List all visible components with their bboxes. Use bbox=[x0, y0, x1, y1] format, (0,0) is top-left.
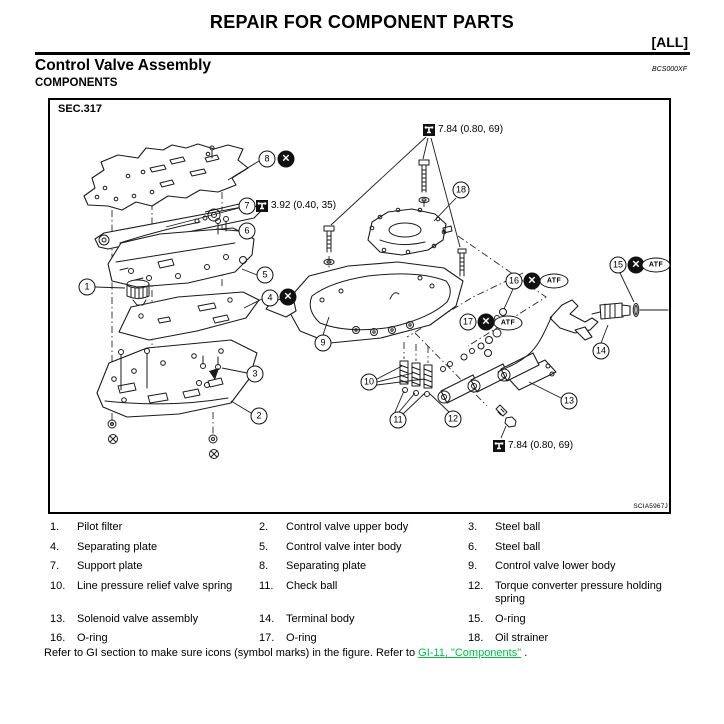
symbol-x-icon: ✕ bbox=[477, 313, 495, 331]
part-item: 13. Solenoid valve assembly bbox=[50, 613, 259, 627]
part-number: 14. bbox=[259, 612, 275, 625]
callout-1: 1 bbox=[78, 278, 96, 296]
part-number: 4. bbox=[50, 540, 60, 553]
callout-17: 17 bbox=[459, 313, 477, 331]
part-number: 13. bbox=[50, 612, 66, 625]
part-item: 5. Control valve inter body bbox=[259, 541, 468, 555]
part-name: Control valve inter body bbox=[286, 540, 402, 553]
part-number: 11. bbox=[259, 579, 274, 592]
scope-badge: [ALL] bbox=[651, 34, 688, 50]
part-name: O-ring bbox=[77, 632, 108, 644]
part-number: 15. bbox=[468, 612, 484, 625]
part-name: Separating plate bbox=[286, 560, 367, 572]
figure-frame bbox=[48, 98, 671, 514]
part-number: 10. bbox=[50, 579, 66, 592]
callout-16: 16 bbox=[505, 272, 523, 290]
symbol-x-icon: ✕ bbox=[627, 256, 645, 274]
part-item: 10. Line pressure relief valve spring bbox=[50, 580, 259, 607]
figure-watermark: SCIA5967J bbox=[633, 503, 668, 510]
part-name: O-ring bbox=[495, 612, 526, 625]
part-item: 15. O-ring bbox=[468, 613, 672, 627]
part-name: Control valve lower body bbox=[495, 560, 616, 572]
part-item: 8. Separating plate bbox=[259, 560, 468, 574]
part-number: 17. bbox=[259, 632, 275, 644]
gi-components-link[interactable]: GI-11, "Components" bbox=[418, 647, 522, 659]
section-title: Control Valve Assembly bbox=[35, 57, 212, 74]
part-number: 1. bbox=[50, 521, 60, 533]
part-number: 6. bbox=[468, 540, 478, 553]
part-number: 18. bbox=[468, 632, 484, 644]
part-name: Steel ball bbox=[495, 540, 541, 553]
part-number: 9. bbox=[468, 560, 478, 572]
atf-badge: ATF bbox=[539, 273, 569, 289]
part-item: 3. Steel ball bbox=[468, 521, 672, 535]
part-item: 9. Control valve lower body bbox=[468, 560, 672, 574]
callout-14: 14 bbox=[592, 342, 610, 360]
torque-wrench-icon bbox=[256, 200, 268, 212]
torque-label-top: 7.84 (0.80, 69) bbox=[423, 124, 504, 136]
part-name: Support plate bbox=[77, 560, 143, 572]
callout-15: 15 bbox=[609, 256, 627, 274]
part-name: Pilot filter bbox=[77, 521, 123, 533]
part-item: 18. Oil strainer bbox=[468, 632, 672, 646]
header-rule bbox=[35, 52, 690, 55]
callout-7: 7 bbox=[238, 197, 256, 215]
callout-6: 6 bbox=[238, 222, 256, 240]
part-name: Control valve upper body bbox=[286, 521, 409, 533]
section-subtitle: COMPONENTS bbox=[35, 77, 118, 89]
part-number: 5. bbox=[259, 540, 269, 553]
part-item: 14. Terminal body bbox=[259, 613, 468, 627]
part-item: 1. Pilot filter bbox=[50, 521, 259, 535]
part-item: 2. Control valve upper body bbox=[259, 521, 468, 535]
part-name: Check ball bbox=[286, 579, 338, 592]
footer-note: Refer to GI section to make sure icons (… bbox=[44, 647, 528, 659]
callout-2: 2 bbox=[250, 407, 268, 425]
part-item: 16. O-ring bbox=[50, 632, 259, 646]
symbol-x-icon: ✕ bbox=[279, 288, 297, 306]
part-number: 7. bbox=[50, 560, 60, 572]
torque-label-bottom: 7.84 (0.80, 69) bbox=[493, 440, 574, 452]
part-number: 3. bbox=[468, 521, 478, 533]
part-name: Separating plate bbox=[77, 540, 158, 553]
parts-list: 1. Pilot filter 2. Control valve upper bod… bbox=[50, 521, 672, 646]
callout-9: 9 bbox=[314, 334, 332, 352]
callout-12: 12 bbox=[444, 410, 462, 428]
torque-label-mid: 3.92 (0.40, 35) bbox=[256, 200, 337, 212]
part-number: 2. bbox=[259, 521, 269, 533]
callout-4: 4 bbox=[261, 289, 279, 307]
part-item: 4. Separating plate bbox=[50, 541, 259, 555]
part-name: Steel ball bbox=[495, 521, 541, 533]
part-name: Terminal body bbox=[286, 612, 355, 625]
part-item: 7. Support plate bbox=[50, 560, 259, 574]
symbol-x-icon: ✕ bbox=[277, 150, 295, 168]
callout-13: 13 bbox=[560, 392, 578, 410]
torque-wrench-icon bbox=[423, 124, 435, 136]
part-item: 12. Torque converter pressure holding spr… bbox=[468, 580, 672, 607]
part-item: 17. O-ring bbox=[259, 632, 468, 646]
part-name: Oil strainer bbox=[495, 632, 549, 644]
callout-10: 10 bbox=[360, 373, 378, 391]
part-name: O-ring bbox=[286, 632, 317, 644]
part-number: 16. bbox=[50, 632, 66, 644]
part-name: Line pressure relief valve spring bbox=[77, 579, 233, 592]
doc-code: BCS000XF bbox=[651, 66, 687, 73]
part-number: 8. bbox=[259, 560, 269, 572]
figure-sec-label: SEC.317 bbox=[58, 103, 103, 115]
part-item: 6. Steel ball bbox=[468, 541, 672, 555]
atf-badge: ATF bbox=[493, 315, 523, 331]
callout-11: 11 bbox=[389, 411, 407, 429]
callout-8: 8 bbox=[258, 150, 276, 168]
callout-5: 5 bbox=[256, 266, 274, 284]
callout-18: 18 bbox=[452, 181, 470, 199]
symbol-x-icon: ✕ bbox=[523, 272, 541, 290]
callout-3: 3 bbox=[246, 365, 264, 383]
page-title: REPAIR FOR COMPONENT PARTS bbox=[209, 12, 515, 32]
part-name: Solenoid valve assembly bbox=[77, 612, 199, 625]
atf-badge: ATF bbox=[641, 257, 671, 273]
part-name: Torque converter pressure holding spring bbox=[495, 579, 662, 606]
part-number: 12. bbox=[468, 579, 484, 592]
torque-wrench-icon bbox=[493, 440, 505, 452]
part-item: 11. Check ball bbox=[259, 580, 468, 607]
